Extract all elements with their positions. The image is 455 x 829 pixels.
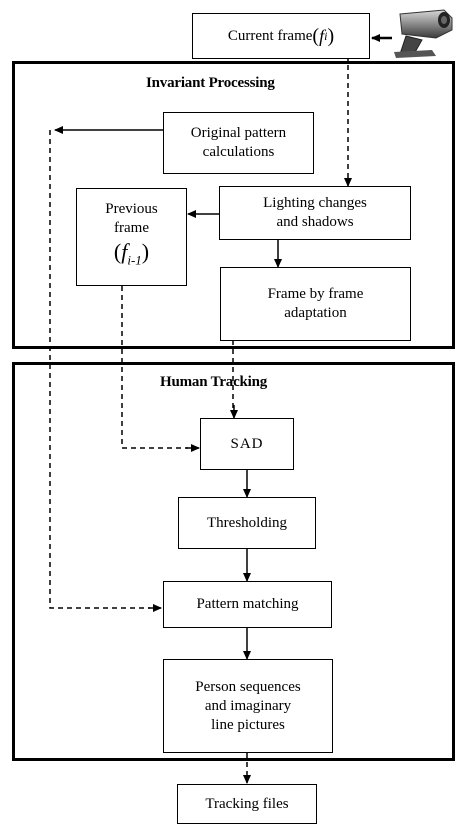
sad-label: SAD [230,435,264,452]
person-sequences-node: Person sequences and imaginary line pict… [163,659,333,753]
frame-adaptation-line2: adaptation [284,305,347,321]
edge-previous-sad [121,286,188,449]
person-sequences-line2: and imaginary [204,697,292,714]
human-tracking-title: Human Tracking [160,374,268,390]
tracking-files-label: Tracking files [205,795,289,812]
edge-adaptation-sad [232,340,235,412]
previous-frame-subscript: i-1 [127,252,142,268]
current-frame-label: Current frame [227,27,313,44]
invariant-processing-group [12,61,455,349]
lighting-line2: and shadows [276,214,354,230]
thresholding-label: Thresholding [207,514,287,531]
original-pattern-node: Original pattern calculations [163,112,314,174]
camera-icon [394,9,453,58]
person-sequences-line3: line pictures [211,716,285,733]
previous-frame-line2: frame [114,219,149,236]
current-frame-subscript: i [324,28,328,43]
pattern-matching-node: Pattern matching [163,581,332,628]
tracking-files-node: Tracking files [177,784,317,824]
previous-frame-line1: Previous [105,200,158,217]
invariant-processing-title: Invariant Processing [146,75,275,91]
pattern-matching-label: Pattern matching [196,596,299,612]
frame-adaptation-node: Frame by frame adaptation [220,267,411,341]
previous-frame-node: Previous frame (fi-1) [76,188,187,286]
current-frame-symbol: f [319,25,325,46]
lighting-node: Lighting changes and shadows [219,186,411,240]
thresholding-node: Thresholding [178,497,316,549]
lighting-line1: Lighting changes [263,195,367,211]
original-pattern-line2: calculations [202,144,275,160]
person-sequences-line1: Person sequences [195,678,301,695]
frame-adaptation-line1: Frame by frame [267,286,364,302]
previous-frame-symbol: f [121,238,128,264]
sad-node: SAD [200,418,294,470]
edge-original-pattern-matching [49,130,150,609]
human-tracking-group [12,362,455,761]
original-pattern-line1: Original pattern [190,125,287,141]
